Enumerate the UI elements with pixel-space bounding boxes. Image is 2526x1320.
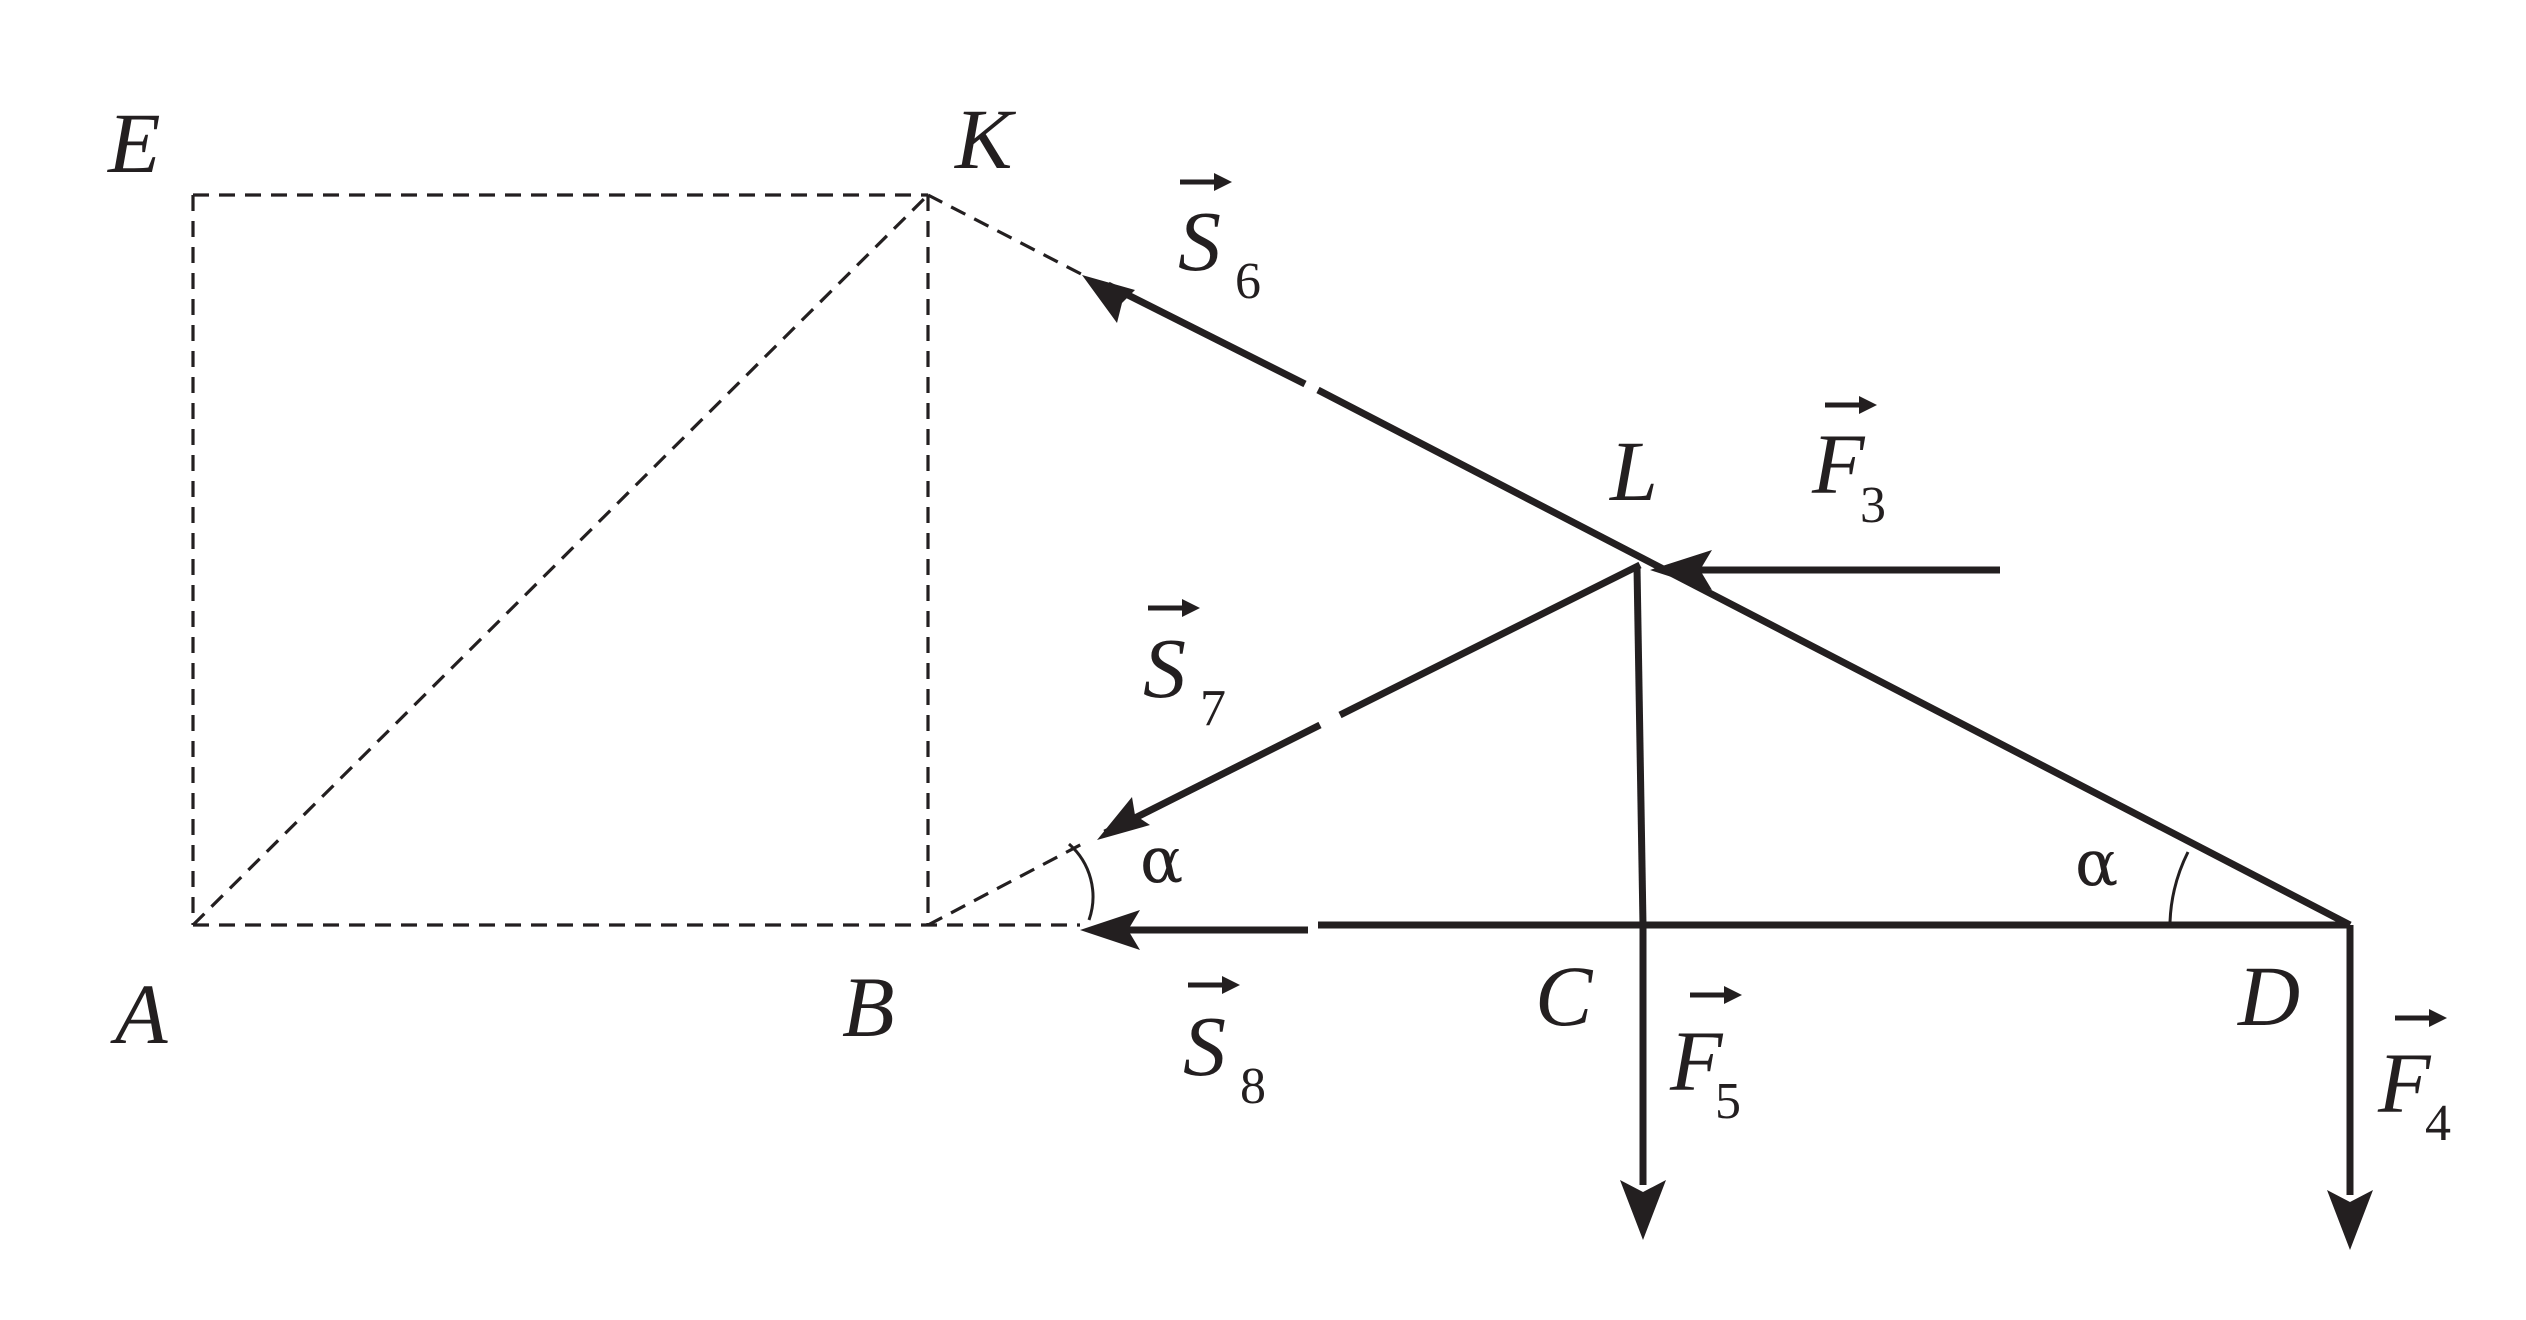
vector-F4-letter: F	[2377, 1035, 2432, 1131]
member-L-S7	[1338, 561, 1642, 719]
vector-F5-subscript: 5	[1715, 1073, 1741, 1130]
point-label-C: C	[1535, 948, 1594, 1044]
arrowhead-S6	[1082, 275, 1135, 323]
dashed-line-B-S7	[927, 842, 1083, 927]
angle-arc-B	[1068, 842, 1095, 921]
arrowhead-F4	[2327, 1190, 2373, 1250]
vector-label-F4: F 4	[2377, 1009, 2451, 1152]
dashed-line-A-K	[191, 193, 930, 927]
dashed-line-K-S6	[927, 193, 1086, 278]
vector-F3-subscript: 3	[1860, 477, 1886, 534]
point-label-A: A	[110, 966, 168, 1062]
point-label-B: B	[842, 959, 895, 1055]
vector-S8-subscript: 8	[1240, 1058, 1266, 1115]
member-S7-segment	[1103, 721, 1322, 837]
member-L-C	[1633, 566, 1647, 926]
vector-S6-subscript: 6	[1235, 253, 1261, 310]
arrowhead-F3	[1650, 550, 1712, 590]
vector-S7-subscript: 7	[1200, 680, 1226, 737]
vector-label-S8: S 8	[1183, 976, 1266, 1115]
member-S6-segment	[1106, 281, 1307, 388]
vector-label-S6: S 6	[1178, 173, 1261, 310]
construction-lines	[191, 193, 1086, 927]
arrowhead-F5	[1620, 1180, 1666, 1240]
vector-S8-letter: S	[1183, 998, 1226, 1094]
arrowheads	[1080, 275, 2373, 1250]
vector-label-F3: F 3	[1811, 396, 1886, 534]
vector-F4-subscript: 4	[2425, 1095, 2451, 1152]
truss-members	[1103, 281, 2354, 1195]
vector-label-S7: S 7	[1143, 599, 1226, 737]
point-label-E: E	[106, 95, 161, 191]
angle-label-D: α	[2075, 827, 2118, 901]
vector-F3-letter: F	[1811, 416, 1866, 512]
point-label-L: L	[1608, 423, 1658, 519]
vector-S7-letter: S	[1143, 620, 1186, 716]
member-D-L-S6	[1316, 386, 2352, 929]
point-label-K: K	[953, 91, 1017, 187]
vector-S6-letter: S	[1178, 193, 1221, 289]
arrowhead-S7	[1097, 797, 1150, 840]
angle-label-B: α	[1140, 824, 1183, 898]
arrowhead-S8	[1080, 910, 1140, 950]
angle-arc-D	[2168, 851, 2190, 923]
vector-label-F5: F 5	[1669, 986, 1742, 1130]
point-label-D: D	[2237, 948, 2300, 1044]
vector-F5-letter: F	[1669, 1013, 1724, 1109]
